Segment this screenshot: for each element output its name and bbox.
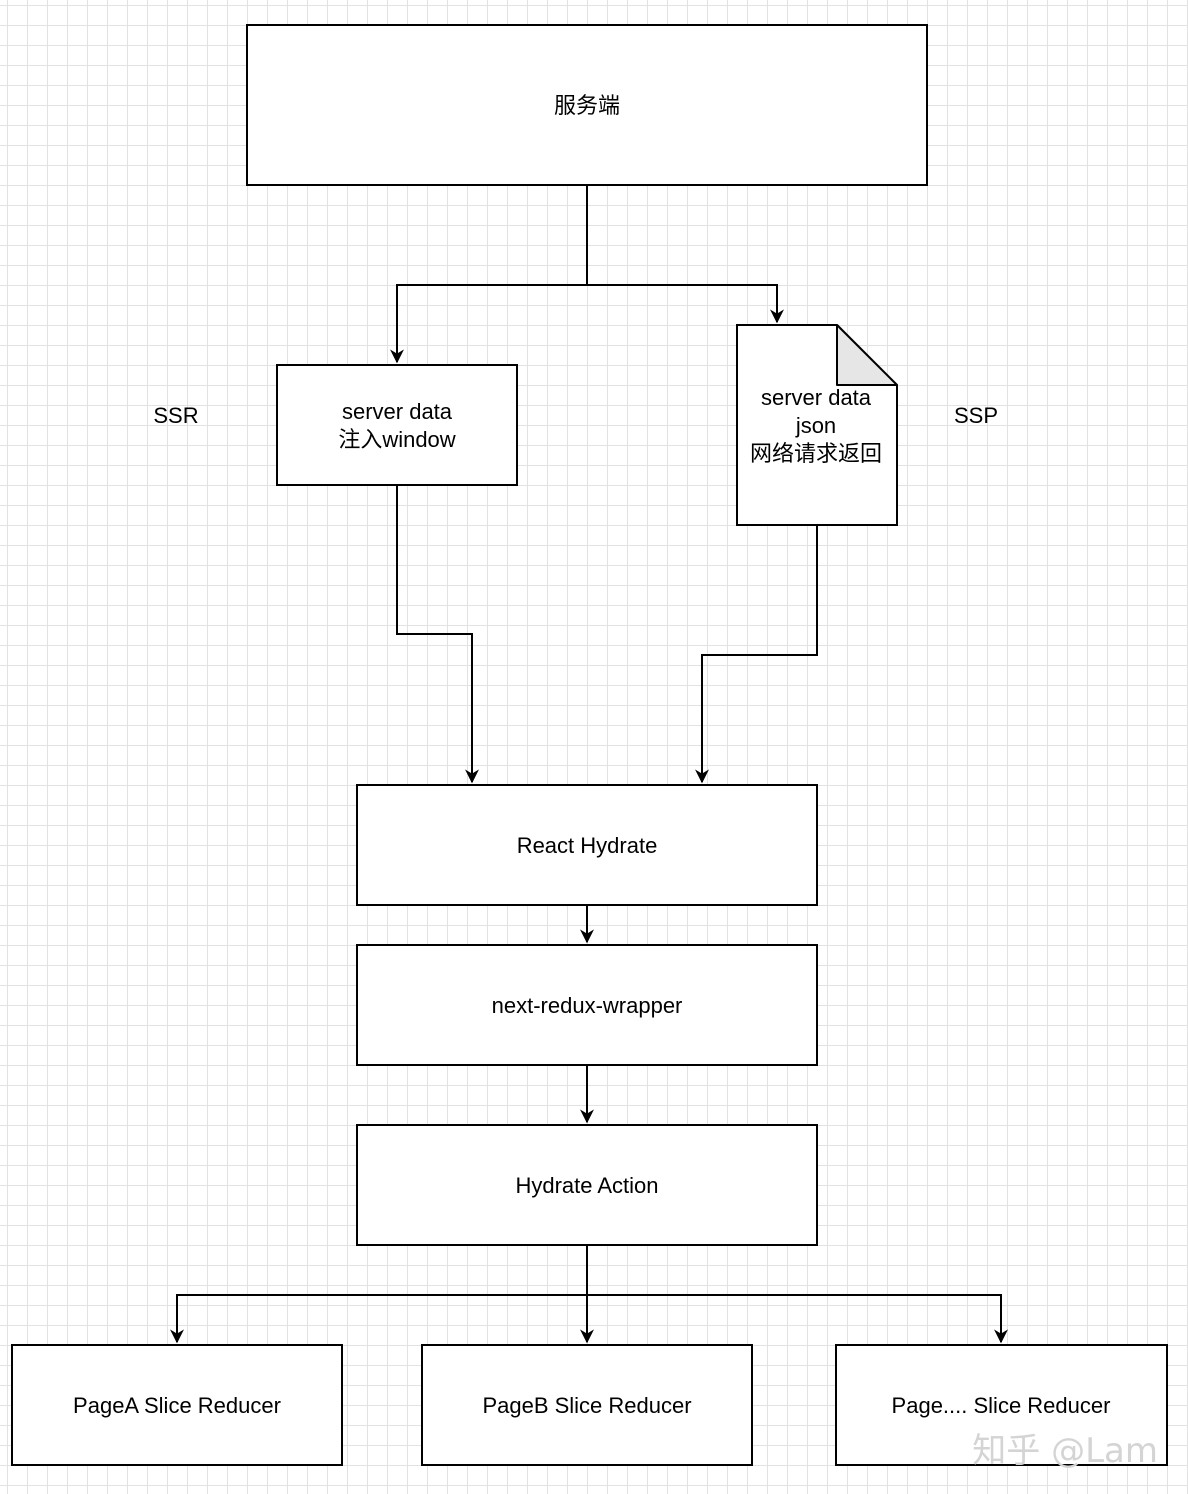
node-react-hydrate: React Hydrate [356,784,818,906]
node-page-a-reducer-label: PageA Slice Reducer [73,1393,281,1418]
edge-hydrate-action-to-page-n [587,1294,1008,1344]
node-ssp-data-line-3: 网络请求返回 [750,441,882,466]
watermark: 知乎 @Lam [972,1431,1158,1471]
node-ssp-data-line-1: server data [761,385,872,410]
edge-server-to-ssp [587,284,784,324]
node-hydrate-action: Hydrate Action [356,1124,818,1246]
ssp-label: SSP [954,403,998,428]
node-page-n-reducer: Page.... Slice Reducer [835,1344,1168,1466]
node-react-hydrate-label: React Hydrate [517,833,658,858]
node-ssr-data: server data 注入window [276,364,518,486]
node-next-redux-wrapper-label: next-redux-wrapper [492,993,683,1018]
node-server-label: 服务端 [554,93,620,118]
node-page-b-reducer-label: PageB Slice Reducer [482,1393,691,1418]
node-next-redux-wrapper: next-redux-wrapper [356,944,818,1066]
edge-ssr-to-react-hydrate [396,485,479,784]
node-ssr-data-line-1: server data [342,399,453,424]
ssr-label: SSR [153,403,198,428]
node-ssr-data-line-2: 注入window [338,427,455,452]
node-page-n-reducer-label: Page.... Slice Reducer [892,1393,1111,1418]
edge-server-to-ssr [390,185,588,364]
node-page-a-reducer: PageA Slice Reducer [11,1344,343,1466]
node-server: 服务端 [246,24,928,186]
node-ssp-document: server data json 网络请求返回 [736,324,898,526]
edges [170,185,1008,1344]
node-hydrate-action-label: Hydrate Action [515,1173,658,1198]
document-fold-corner [836,324,898,386]
edge-ssp-to-react-hydrate [695,525,818,784]
node-page-b-reducer: PageB Slice Reducer [421,1344,753,1466]
edge-hydrate-action-to-page-a [170,1294,587,1344]
node-ssp-data-line-2: json [795,413,836,438]
